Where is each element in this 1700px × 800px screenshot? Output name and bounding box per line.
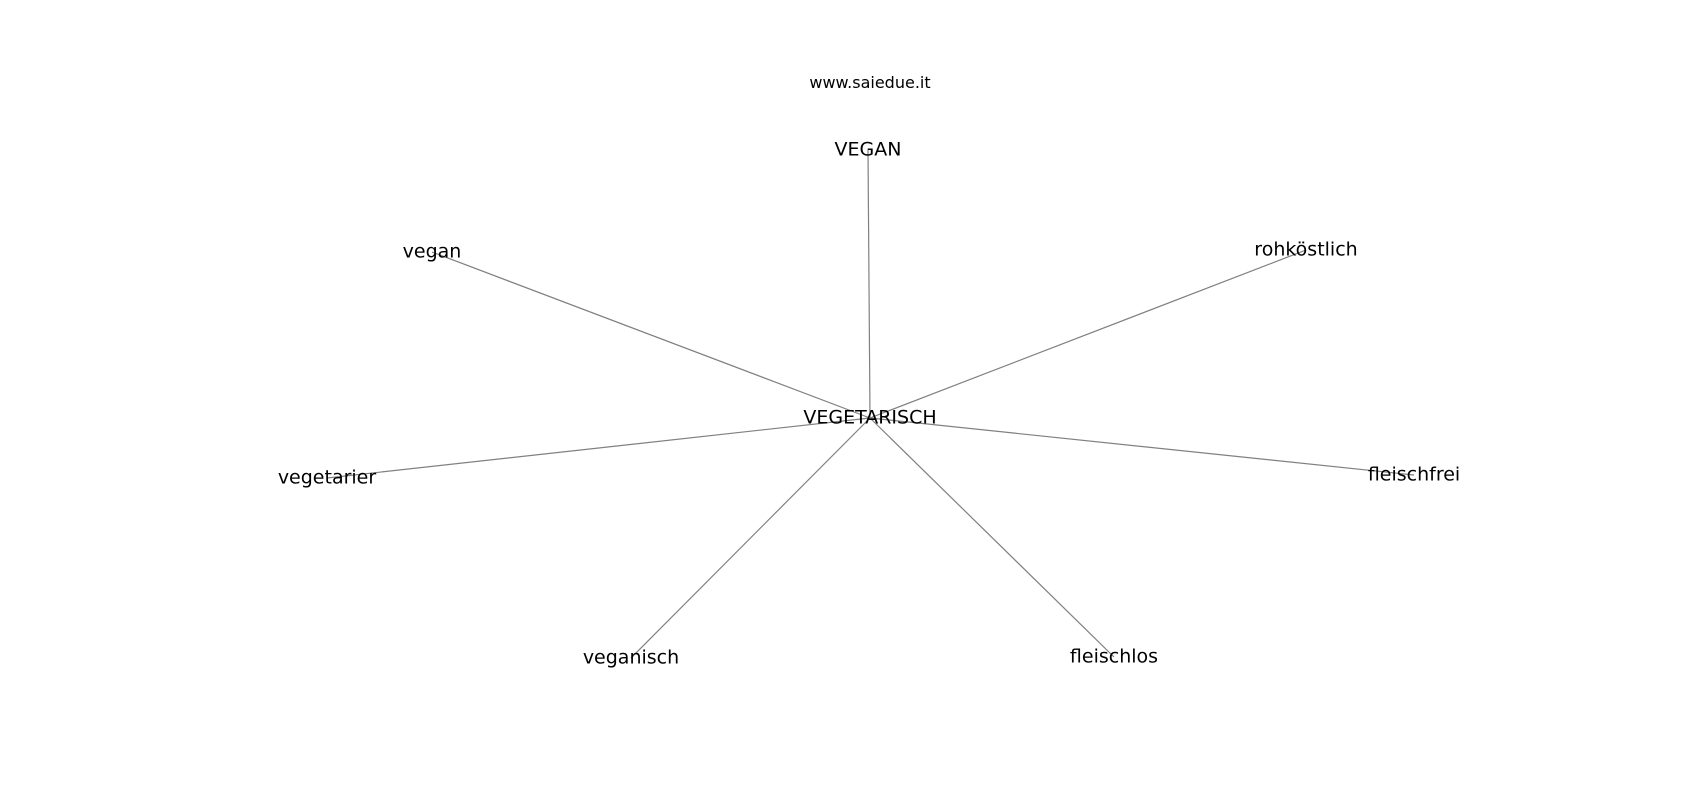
neighbor-node-label: fleischlos — [1070, 646, 1158, 668]
neighbor-node-label: rohköstlich — [1254, 239, 1357, 261]
neighbor-node-label: vegan — [403, 241, 462, 263]
center-node-label: VEGETARISCH — [803, 407, 936, 429]
edge-line — [869, 417, 1415, 476]
watermark-text: www.saiedue.it — [809, 73, 930, 92]
edge-line — [630, 417, 871, 659]
neighbor-node-label: vegetarier — [278, 467, 377, 489]
labels-group: VEGETARISCH VEGAN vegan rohköstlich vegetari… — [278, 139, 1460, 669]
edge-line — [431, 251, 871, 419]
neighbor-node-label: fleischfrei — [1368, 464, 1460, 486]
edge-line — [326, 417, 871, 479]
edge-line — [869, 417, 1115, 658]
neighbor-node-label: VEGAN — [835, 139, 902, 161]
edge-line — [869, 249, 1307, 419]
edges-group — [326, 149, 1415, 659]
edge-line — [867, 149, 871, 419]
neighbor-node-label: veganisch — [583, 647, 679, 669]
